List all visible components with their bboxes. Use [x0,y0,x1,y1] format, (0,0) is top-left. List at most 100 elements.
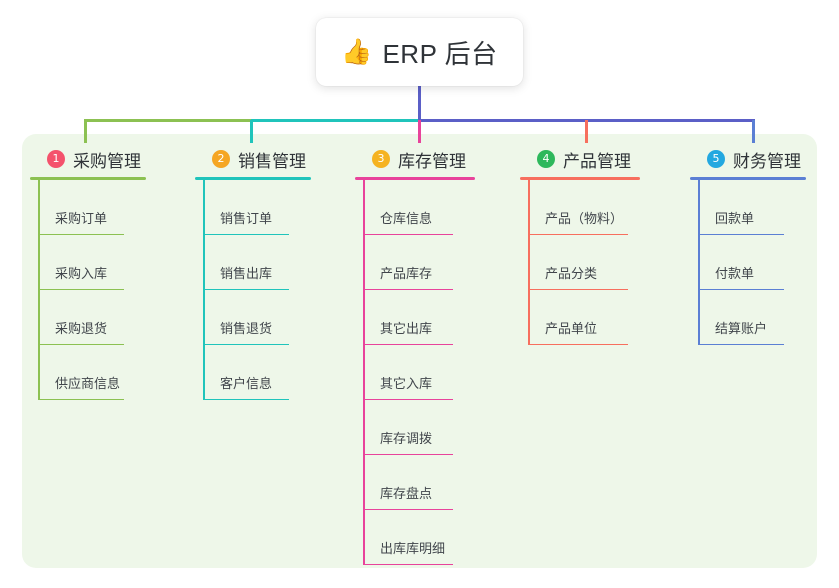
branch-leaf-list-3: 仓库信息产品库存其它出库其它入库库存调拨库存盘点出库库明细 [355,180,475,565]
leaf-connector-line [38,180,40,235]
leaf-rule [698,233,784,235]
leaf-label: 结算账户 [715,321,768,336]
branch-background-panel [22,134,817,568]
branch-leaf-list-2: 销售订单销售出库销售退货客户信息 [195,180,311,400]
leaf-rule [363,233,453,235]
leaf-rule [363,508,453,510]
leaf-connector-line [38,345,40,400]
leaf-item[interactable]: 库存盘点 [355,455,475,510]
branch-badge-icon-1: 1 [47,150,65,168]
leaf-rule [38,398,124,400]
leaf-connector-line [528,290,530,345]
leaf-item[interactable]: 库存调拨 [355,400,475,455]
leaf-label: 采购入库 [55,266,108,281]
leaf-rule [528,343,628,345]
leaf-connector-line [363,455,365,510]
leaf-label: 回款单 [715,211,755,226]
leaf-item[interactable]: 采购订单 [30,180,146,235]
leaf-label: 出库库明细 [380,541,446,556]
leaf-item[interactable]: 回款单 [690,180,806,235]
branch-rule-1 [30,177,146,180]
leaf-item[interactable]: 产品分类 [520,235,640,290]
leaf-rule [203,288,289,290]
leaf-item[interactable]: 仓库信息 [355,180,475,235]
branch-badge-icon-5: 5 [707,150,725,168]
branch-column-5: 5 财务管理回款单付款单结算账户 [690,146,806,345]
leaf-item[interactable]: 销售订单 [195,180,311,235]
branch-header-1[interactable]: 1 采购管理 [30,146,146,172]
leaf-label: 其它入库 [380,376,433,391]
leaf-rule [528,233,628,235]
leaf-connector-line [38,290,40,345]
leaf-connector-line [363,180,365,235]
leaf-item[interactable]: 出库库明细 [355,510,475,565]
branch-rule-4 [520,177,640,180]
leaf-label: 付款单 [715,266,755,281]
branch-column-2: 2 销售管理销售订单销售出库销售退货客户信息 [195,146,311,400]
leaf-connector-line [203,180,205,235]
leaf-item[interactable]: 产品库存 [355,235,475,290]
branch-column-4: 4 产品管理产品（物料） 产品分类产品单位 [520,146,640,345]
leaf-rule [38,233,124,235]
leaf-label: 采购订单 [55,211,108,226]
leaf-rule [38,343,124,345]
leaf-rule [203,343,289,345]
branch-rule-3 [355,177,475,180]
leaf-rule [698,288,784,290]
branch-title-1: 采购管理 [73,151,141,171]
branch-rule-5 [690,177,806,180]
root-node-card[interactable]: 👍 ERP 后台 [316,18,523,86]
leaf-item[interactable]: 销售出库 [195,235,311,290]
leaf-rule [203,233,289,235]
leaf-label: 销售订单 [220,211,273,226]
leaf-item[interactable]: 客户信息 [195,345,311,400]
leaf-item[interactable]: 其它入库 [355,345,475,400]
leaf-item[interactable]: 其它出库 [355,290,475,345]
leaf-connector-line [698,235,700,290]
leaf-connector-line [528,180,530,235]
leaf-item[interactable]: 采购退货 [30,290,146,345]
branch-leaf-list-5: 回款单付款单结算账户 [690,180,806,345]
branch-title-2: 销售管理 [238,151,306,171]
leaf-item[interactable]: 产品单位 [520,290,640,345]
leaf-label: 仓库信息 [380,211,433,226]
leaf-connector-line [363,345,365,400]
leaf-connector-line [528,235,530,290]
branch-header-4[interactable]: 4 产品管理 [520,146,640,172]
leaf-connector-line [203,235,205,290]
leaf-item[interactable]: 销售退货 [195,290,311,345]
leaf-rule [363,288,453,290]
leaf-rule [363,343,453,345]
leaf-connector-line [363,290,365,345]
branch-title-5: 财务管理 [733,151,801,171]
leaf-label: 客户信息 [220,376,273,391]
leaf-connector-line [698,290,700,345]
leaf-label: 库存盘点 [380,486,433,501]
branch-badge-icon-2: 2 [212,150,230,168]
leaf-rule [38,288,124,290]
root-node-label: ERP 后台 [382,38,498,69]
branch-header-2[interactable]: 2 销售管理 [195,146,311,172]
branch-title-4: 产品管理 [563,151,631,171]
leaf-item[interactable]: 采购入库 [30,235,146,290]
leaf-label: 产品分类 [545,266,598,281]
leaf-label: 销售出库 [220,266,273,281]
branch-title-3: 库存管理 [398,151,466,171]
leaf-label: 供应商信息 [55,376,121,391]
branch-leaf-list-1: 采购订单采购入库采购退货供应商信息 [30,180,146,400]
branch-badge-icon-4: 4 [537,150,555,168]
leaf-item[interactable]: 结算账户 [690,290,806,345]
leaf-item[interactable]: 付款单 [690,235,806,290]
leaf-rule [363,563,453,565]
leaf-label: 其它出库 [380,321,433,336]
leaf-item[interactable]: 产品（物料） [520,180,640,235]
leaf-rule [698,343,784,345]
branch-header-5[interactable]: 5 财务管理 [690,146,806,172]
leaf-connector-line [203,290,205,345]
leaf-item[interactable]: 供应商信息 [30,345,146,400]
thumbs-up-icon: 👍 [341,37,373,66]
leaf-label: 销售退货 [220,321,273,336]
